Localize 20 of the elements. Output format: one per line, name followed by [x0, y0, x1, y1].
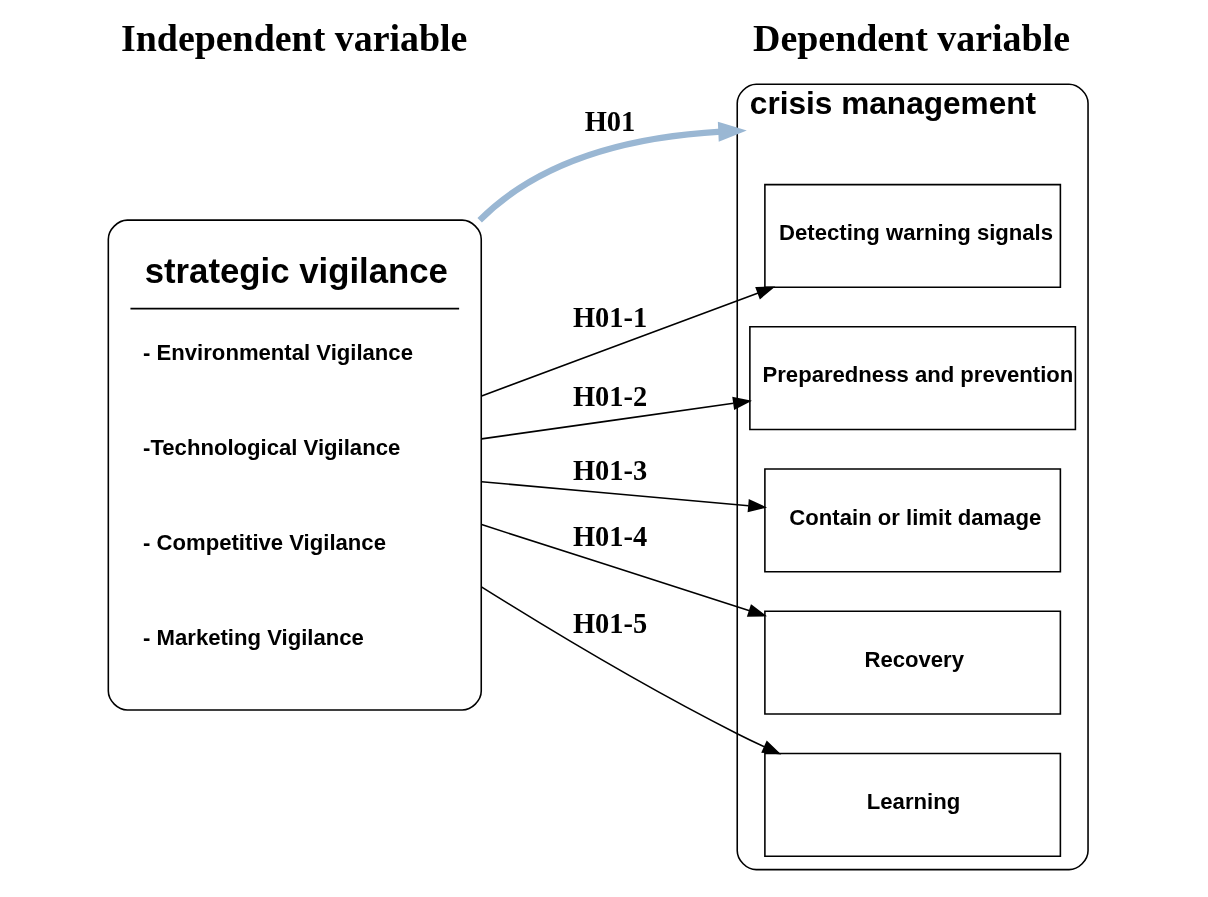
node-box: Learning: [763, 752, 1061, 857]
arrow: [477, 121, 747, 223]
node-box: Detecting warning signals: [763, 183, 1061, 289]
edge-label: H01-2: [572, 380, 647, 412]
node-box: strategic vigilance - Environmental Vigilance -Technological Vigilance - Competitive Vigilance - Marketing Vigilance: [107, 219, 482, 711]
node-box: Preparedness and prevention: [748, 326, 1076, 431]
arrow: [480, 586, 781, 755]
edge-label: H01-4: [572, 521, 647, 553]
arrow: [480, 286, 775, 397]
label: Dependent variable: [752, 17, 1070, 60]
arrow: [480, 480, 767, 513]
arrow: [480, 523, 767, 617]
label: Independent variable: [120, 17, 467, 60]
edge-label: H01-5: [572, 608, 647, 640]
arrow: [480, 396, 752, 440]
node-box: Recovery: [763, 610, 1061, 715]
edge-label: H01-3: [572, 454, 647, 486]
node-box: Contain or limit damage: [763, 468, 1061, 573]
edge-label: H01: [584, 105, 635, 137]
edge-label: H01-1: [572, 301, 647, 333]
